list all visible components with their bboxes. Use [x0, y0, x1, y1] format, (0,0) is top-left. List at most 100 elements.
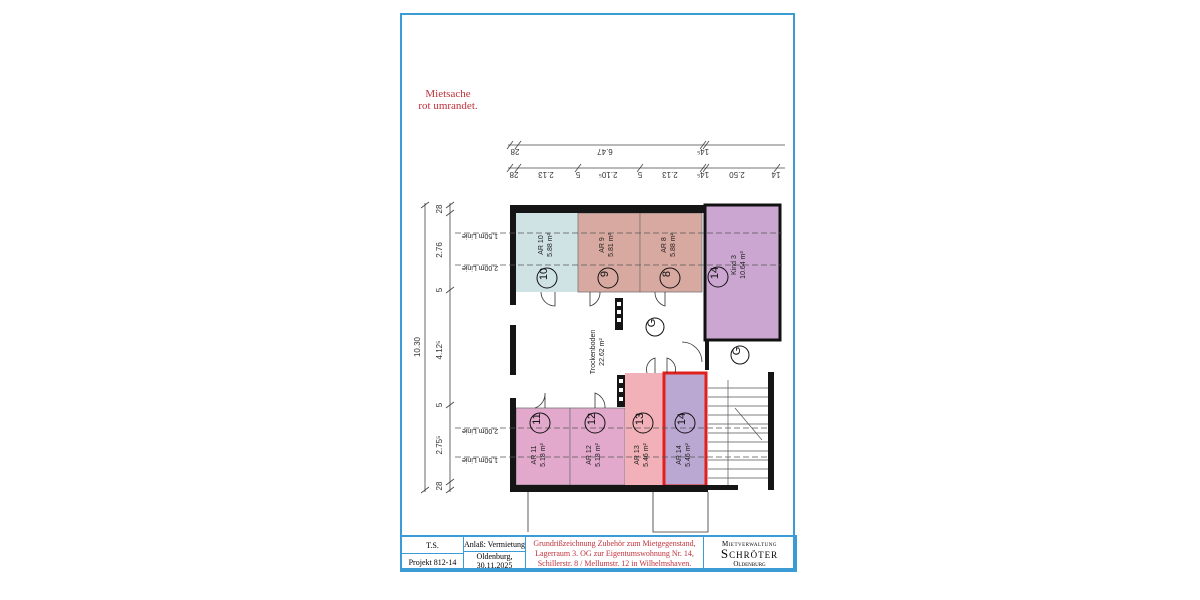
- dimension-label: 4.12⁵: [435, 341, 444, 360]
- room-area: 5.88 m²: [670, 232, 677, 256]
- room-number: 8: [661, 271, 673, 277]
- room-area: 5.18 m²: [540, 442, 547, 466]
- room-number-circle: [584, 412, 606, 434]
- room-number-circle: [707, 266, 729, 288]
- dimension-total: 10.30: [413, 336, 422, 357]
- room-ar14-highlighted: [662, 371, 708, 488]
- dimension-label: 14: [771, 170, 780, 179]
- room-number: 12: [586, 413, 598, 425]
- dimension-label: 6.47: [597, 147, 613, 156]
- dimension-label: 2.13: [662, 170, 678, 179]
- vent-holes: [617, 302, 623, 401]
- line-label-150: 1,50m Linie: [462, 456, 498, 463]
- dimension-tick: [699, 163, 707, 173]
- left-dimensions: [420, 201, 455, 494]
- dimension-label: 5: [435, 402, 444, 407]
- dimension-tick: [445, 209, 455, 217]
- dimension-tick: [506, 140, 514, 150]
- room-name: AR 11: [531, 445, 538, 464]
- title-block: T.S. Projekt 812-14 Anlaß: Vermietung Ol…: [400, 535, 797, 572]
- dimension-label: 14⁵: [697, 147, 709, 156]
- room-area: 5.46 m²: [685, 442, 692, 466]
- room-area: 5.46 m²: [643, 442, 650, 466]
- room-name: AR 10: [538, 235, 545, 255]
- hall-marker: G: [646, 319, 658, 328]
- room-ar12: [569, 407, 626, 486]
- project: Projekt 812-14: [402, 553, 463, 570]
- room-kind3: [703, 203, 782, 342]
- height-lines: [455, 232, 782, 458]
- room-number-circle: [529, 412, 551, 434]
- dimension-label: 28: [435, 481, 444, 490]
- room-ar13: [625, 373, 663, 485]
- dimension-tick: [636, 163, 644, 173]
- line-label-200: 2,00m Linie: [462, 264, 498, 271]
- dimension-label: 5: [435, 287, 444, 292]
- dimension-tick: [420, 486, 430, 494]
- dimension-tick: [574, 163, 582, 173]
- description-line: Grundrißzeichnung Zubehör zum Mietgegens…: [533, 539, 696, 548]
- room-number: 11: [531, 413, 543, 424]
- line-label-200: 2,00m Linie: [462, 427, 498, 434]
- room-area: 5.18 m²: [595, 442, 602, 466]
- hall-area: 22.62 m²: [599, 338, 606, 366]
- dimension-label: 28: [510, 147, 519, 156]
- stair-circle: [730, 345, 750, 365]
- room-number: 9: [599, 271, 611, 277]
- dimension-tick: [420, 201, 430, 209]
- dimension-tick: [506, 163, 514, 173]
- room-name: AR 14: [676, 445, 683, 465]
- logo-top: Mietverwaltung: [722, 539, 777, 548]
- dimension-tick: [445, 478, 455, 486]
- room-name: AR 13: [634, 445, 641, 465]
- room-number: 13: [634, 413, 646, 425]
- dimension-tick: [514, 140, 522, 150]
- room-number-circle: [674, 412, 696, 434]
- room-area: 5.81 m²: [608, 232, 615, 256]
- stair-marker: G: [731, 347, 743, 356]
- place: Oldenburg,: [476, 552, 513, 561]
- dimension-label: 2.76: [435, 242, 444, 258]
- room-area: 5.88 m²: [547, 232, 554, 256]
- description-line: Lagerraum 3. OG zur Eigentumswohnung Nr.…: [535, 549, 694, 558]
- staircase: [708, 380, 768, 485]
- room-name: AR 12: [586, 445, 593, 465]
- room-number-circle: [659, 267, 681, 289]
- reason: Anlaß: Vermietung: [464, 539, 525, 549]
- hall-name: Trockenboden: [590, 330, 597, 375]
- top-dimensions: [506, 140, 785, 173]
- dimension-tick: [445, 401, 455, 409]
- room-name: AR 9: [599, 237, 606, 253]
- author: T.S.: [426, 540, 439, 550]
- room-area: 10.64 m²: [740, 251, 747, 279]
- note: Mietsache rot umrandet.: [408, 88, 488, 112]
- dimension-tick: [702, 140, 710, 150]
- note-line: Mietsache: [425, 88, 471, 100]
- company-logo: Mietverwaltung Schröter Oldenburg: [704, 537, 795, 570]
- dimension-label: 14⁵: [697, 170, 709, 179]
- dimension-label: 2.75⁵: [435, 436, 444, 455]
- room-number: 10: [538, 268, 550, 280]
- note-line: rot umrandet.: [418, 100, 478, 112]
- room-name: AR 8: [661, 237, 668, 253]
- dimension-label: 28: [435, 204, 444, 213]
- logo-bottom: Oldenburg: [733, 559, 766, 568]
- line-label-150: 1,50m Linie: [462, 232, 498, 239]
- dimension-tick: [702, 163, 710, 173]
- dimension-label: 28: [509, 170, 518, 179]
- description-line: Schillerstr. 8 / Mellumstr. 12 in Wilhel…: [537, 559, 692, 568]
- room-ar10: [516, 213, 578, 292]
- room-number-circle: [632, 412, 654, 434]
- room-name: Kind 3: [731, 255, 738, 275]
- dimension-label: 2.13: [538, 170, 554, 179]
- logo-main: Schröter: [720, 545, 779, 561]
- room-number-circle: [597, 267, 619, 289]
- room-ar9: [577, 212, 641, 293]
